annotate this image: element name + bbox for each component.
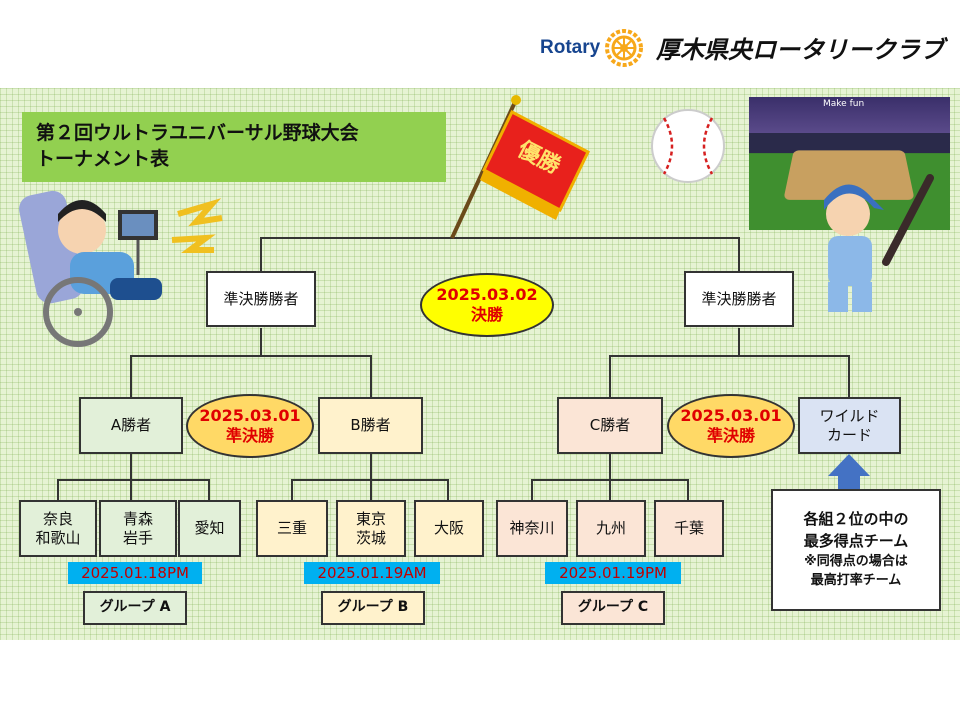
c-winner-box: C勝者 — [557, 397, 663, 454]
semifinal-winner-left: 準決勝勝者 — [206, 271, 316, 327]
club-name: 厚木県央ロータリークラブ — [656, 35, 944, 64]
team-chiba: 千葉 — [654, 500, 724, 557]
team-nara-wakayama: 奈良 和歌山 — [19, 500, 97, 557]
final-oval: 2025.03.02 決勝 — [420, 273, 554, 337]
stadium-photo: Make fun — [749, 97, 950, 230]
wildcard-box: ワイルド カード — [798, 397, 901, 454]
semifinal-left-date: 2025.03.01 — [199, 406, 301, 425]
final-label: 決勝 — [470, 305, 503, 324]
group-b-label: グループ B — [321, 591, 425, 625]
note-line4: 最高打率チーム — [810, 572, 902, 588]
team-aomori-iwate: 青森 岩手 — [99, 500, 177, 557]
group-c-date: 2025.01.19PM — [545, 562, 681, 584]
team-mie: 三重 — [256, 500, 328, 557]
semifinal-right-label: 準決勝 — [706, 426, 755, 445]
final-date: 2025.03.02 — [436, 285, 538, 304]
team-kanagawa: 神奈川 — [496, 500, 568, 557]
semifinal-oval-right: 2025.03.01 準決勝 — [667, 394, 795, 458]
wildcard-line2: カード — [826, 425, 872, 444]
group-b-date: 2025.01.19AM — [304, 562, 440, 584]
wildcard-note: 各組２位の中の 最多得点チーム ※同得点の場合は 最高打率チーム — [771, 489, 941, 611]
team-kyushu: 九州 — [576, 500, 646, 557]
rotary-wheel-icon — [605, 29, 644, 67]
group-a-date: 2025.01.18PM — [68, 562, 202, 584]
team-tokyo-ibaraki: 東京 茨城 — [336, 500, 406, 557]
note-line1: 各組２位の中の — [803, 510, 909, 529]
group-a-label: グループ A — [83, 591, 187, 625]
semifinal-oval-left: 2025.03.01 準決勝 — [186, 394, 314, 458]
title-line1: 第２回ウルトラユニバーサル野球大会 — [36, 122, 359, 145]
b-winner-box: B勝者 — [318, 397, 423, 454]
title-line2: トーナメント表 — [36, 148, 170, 170]
stadium-sign: Make fun — [823, 99, 865, 109]
semifinal-right-date: 2025.03.01 — [680, 406, 782, 425]
team-aichi: 愛知 — [178, 500, 241, 557]
note-line3: ※同得点の場合は — [804, 553, 908, 569]
rotary-logo: Rotary — [540, 28, 644, 68]
rotary-text: Rotary — [540, 37, 601, 58]
group-c-label: グループ C — [561, 591, 665, 625]
semifinal-left-label: 準決勝 — [225, 426, 274, 445]
note-line2: 最多得点チーム — [803, 532, 909, 551]
semifinal-winner-right: 準決勝勝者 — [684, 271, 794, 327]
wildcard-line1: ワイルド — [819, 406, 880, 425]
page-title: 第２回ウルトラユニバーサル野球大会 トーナメント表 — [22, 112, 446, 182]
team-osaka: 大阪 — [414, 500, 484, 557]
arrow-up-icon — [828, 454, 870, 489]
a-winner-box: A勝者 — [79, 397, 183, 454]
